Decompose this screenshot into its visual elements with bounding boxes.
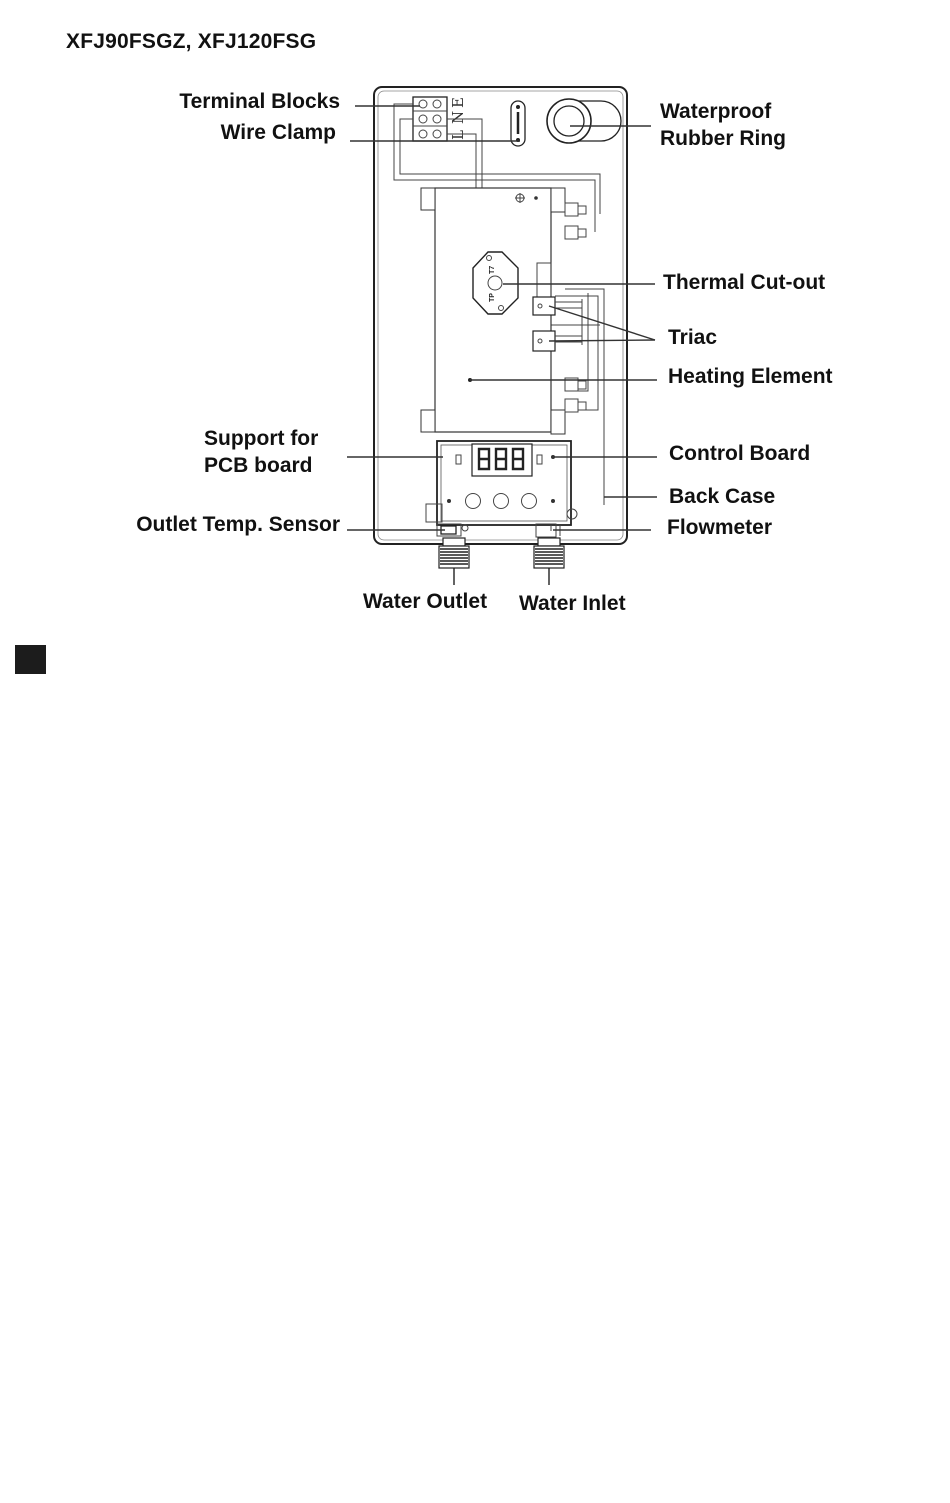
water-inlet-fitting-shape	[534, 538, 564, 585]
water-outlet-fitting-shape	[439, 538, 469, 585]
section-marker-square	[15, 645, 46, 674]
terminal-letter-n: N	[449, 111, 467, 124]
label-rubber-ring: Rubber Ring	[660, 126, 786, 152]
label-waterproof: Waterproof	[660, 99, 771, 125]
label-water-inlet: Water Inlet	[519, 591, 626, 617]
label-heating-element: Heating Element	[668, 364, 833, 390]
label-flowmeter: Flowmeter	[667, 515, 772, 541]
label-water-outlet: Water Outlet	[363, 589, 487, 615]
terminal-letter-e: E	[449, 97, 467, 108]
thermal-cutout-shape: TP T7	[473, 252, 518, 314]
terminal-blocks-shape	[413, 97, 447, 141]
wire-clamp-shape	[511, 101, 525, 146]
label-triac: Triac	[668, 325, 717, 351]
rubber-ring-shape	[547, 99, 621, 143]
label-thermal-cutout: Thermal Cut-out	[663, 270, 825, 296]
label-control-board: Control Board	[669, 441, 810, 467]
label-wire-clamp: Wire Clamp	[136, 120, 336, 146]
label-outlet-temp-sensor: Outlet Temp. Sensor	[100, 512, 340, 538]
label-terminal-blocks: Terminal Blocks	[140, 89, 340, 115]
control-board-shape	[426, 441, 571, 525]
label-support-for: Support for	[204, 426, 318, 452]
label-pcb-board: PCB board	[204, 453, 313, 479]
svg-text:TP: TP	[489, 293, 496, 302]
label-back-case: Back Case	[669, 484, 775, 510]
svg-text:T7: T7	[489, 266, 496, 274]
terminal-letter-l: L	[449, 130, 467, 140]
